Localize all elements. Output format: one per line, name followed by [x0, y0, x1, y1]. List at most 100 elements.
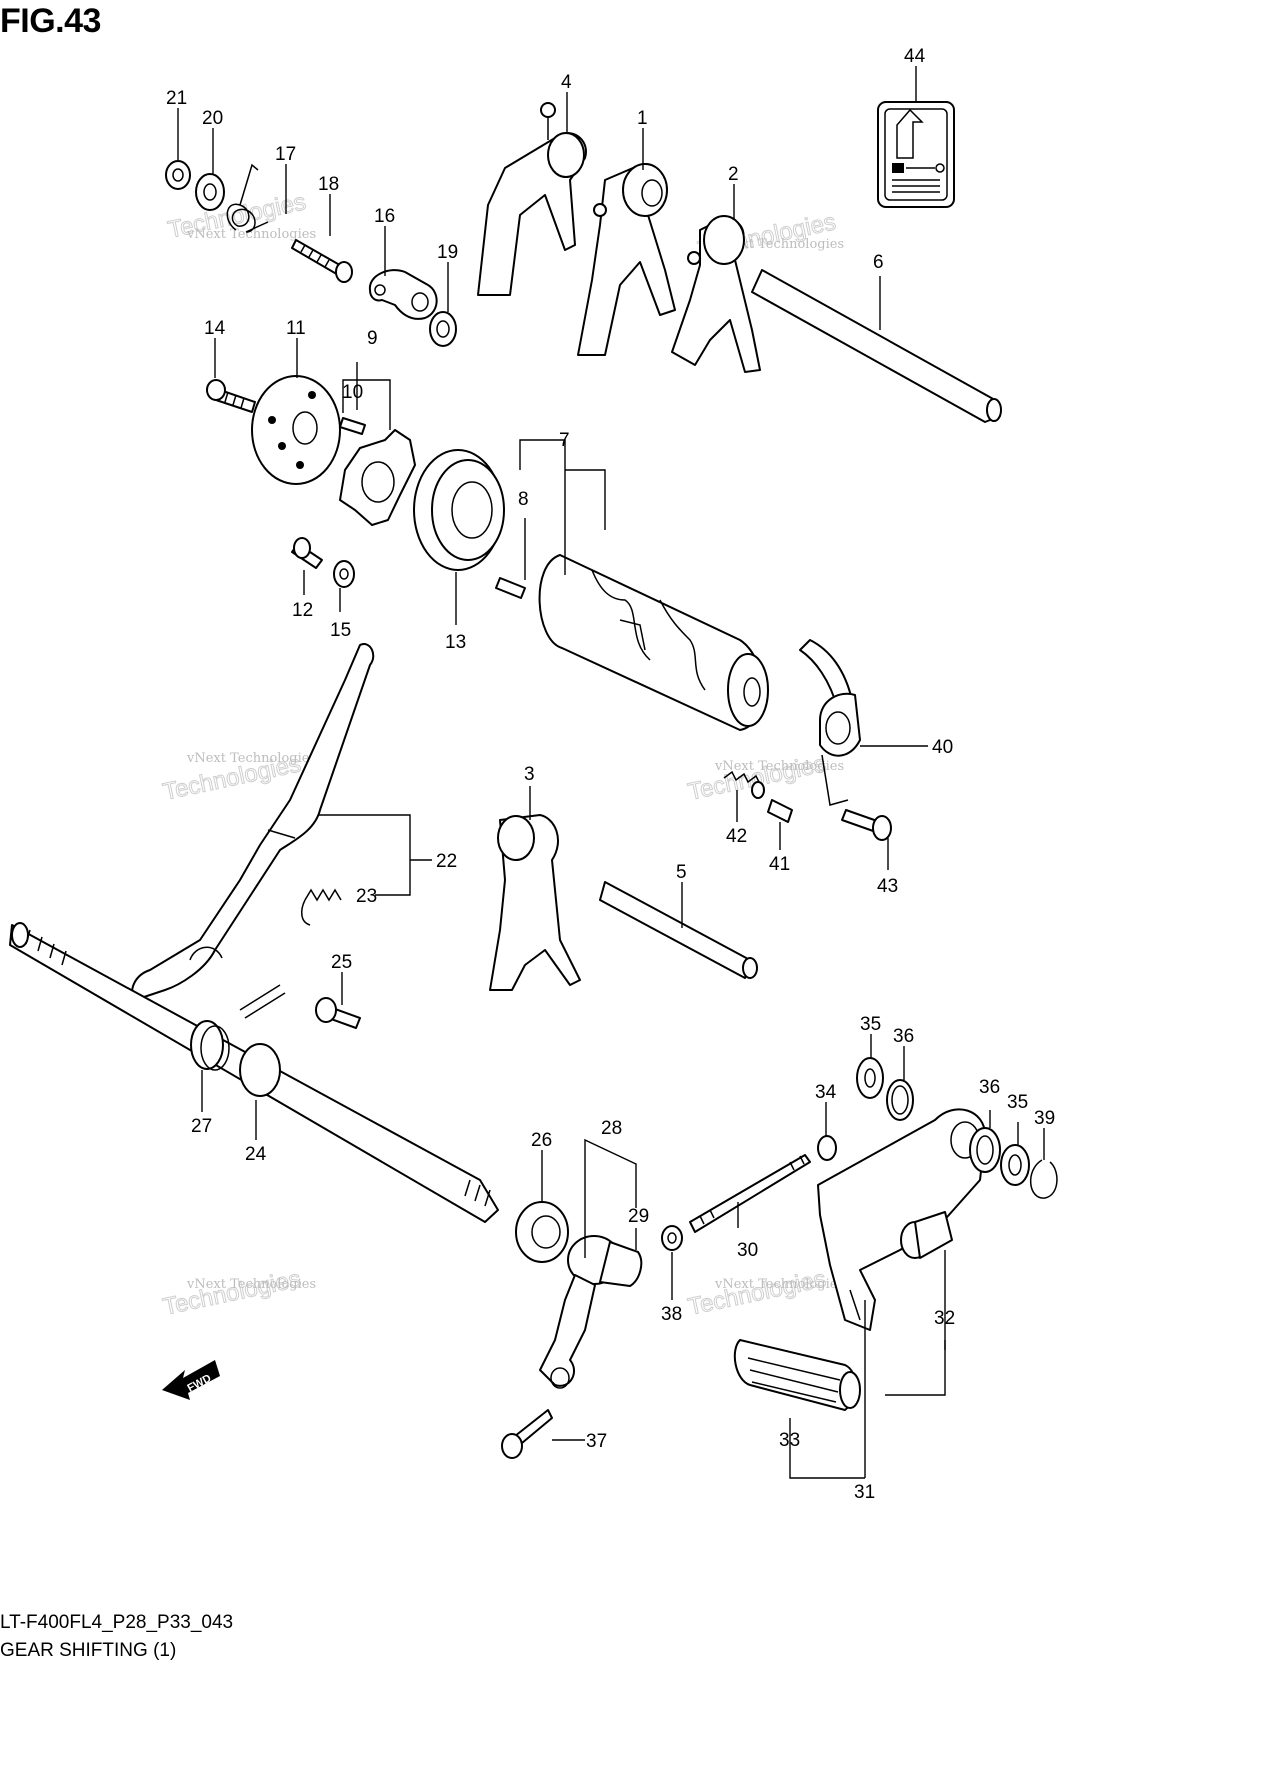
callout-14: 14: [204, 318, 226, 339]
part-36-washer: [886, 1079, 914, 1121]
part-15-washer: [333, 560, 355, 588]
part-8-pin: [495, 577, 526, 599]
part-25-bolt: [315, 997, 361, 1029]
callout-19: 19: [437, 242, 458, 263]
part-33-gearshift-lever-rubber: [733, 1339, 861, 1411]
callout-35-b: 35: [1007, 1092, 1028, 1113]
part-35-washer: [856, 1057, 884, 1099]
callout-23: 23: [356, 886, 377, 907]
part-5-fork-shaft: [599, 881, 758, 979]
callout-28: 28: [601, 1118, 622, 1139]
part-21-nut: [165, 160, 191, 190]
part-24-gearshift-shaft: [9, 922, 499, 1223]
callout-2: 2: [728, 164, 739, 185]
part-40-gear-position-switch: [799, 639, 861, 806]
part-28-gearshift-lever-assembly: [539, 1235, 643, 1389]
callout-6: 6: [873, 252, 884, 273]
watermark-text: vNext Technologies: [714, 1277, 844, 1292]
part-2-shift-fork: [671, 215, 761, 373]
callout-1: 1: [637, 108, 648, 129]
part-39-circlip: [1029, 1159, 1058, 1199]
watermark-text: vNext Technologies: [186, 227, 316, 242]
part-18-bolt: [291, 239, 353, 283]
part-41-pin: [767, 799, 793, 823]
part-35-washer-2: [1000, 1144, 1030, 1186]
part-13-bearing: [413, 449, 505, 571]
watermark-text: vNext Technologies: [714, 237, 844, 252]
part-38-nut: [661, 1225, 683, 1251]
callout-9: 9: [367, 328, 378, 349]
callout-4: 4: [561, 72, 572, 93]
callout-10: 10: [342, 382, 363, 403]
part-23-return-spring: [300, 888, 342, 926]
watermark-text: vNext Technologies: [714, 759, 844, 774]
callout-33: 33: [779, 1430, 800, 1451]
part-6-fork-shaft: [751, 269, 1002, 423]
callout-24: 24: [245, 1144, 267, 1165]
callout-31: 31: [854, 1482, 875, 1503]
watermark-text: vNext Technologies: [186, 1277, 316, 1292]
part-10-pin: [339, 417, 366, 435]
callout-5: 5: [676, 862, 687, 883]
fwd-arrow-icon: FWD: [162, 1360, 220, 1400]
callout-29: 29: [628, 1206, 649, 1227]
callout-40: 40: [932, 737, 953, 758]
callout-32: 32: [934, 1308, 955, 1329]
part-17-spring: [226, 163, 269, 233]
callout-34: 34: [815, 1082, 837, 1103]
drawing-name: GEAR SHIFTING (1): [0, 1640, 177, 1661]
callout-labels: 44 21 20 17 18 16 19 4 1 2 6 14 11 9 10 …: [166, 46, 1055, 1503]
part-32-gearshift-bolt: [900, 1211, 953, 1259]
callout-15: 15: [330, 620, 351, 641]
callout-36: 36: [893, 1026, 914, 1047]
figure-title: FIG.43: [0, 2, 101, 40]
part-26-oil-seal: [515, 1201, 569, 1263]
callout-22: 22: [436, 851, 457, 872]
part-14-bolt: [206, 379, 256, 413]
part-43-bolt: [841, 809, 892, 841]
part-4-shift-fork: [477, 102, 587, 296]
callout-38: 38: [661, 1304, 682, 1325]
callout-42: 42: [726, 826, 747, 847]
drawing-code: LT-F400FL4_P28_P33_043: [0, 1612, 234, 1633]
part-44-shift-pattern-plate: [877, 101, 955, 208]
callout-20: 20: [202, 108, 223, 129]
callout-16: 16: [374, 206, 395, 227]
callout-44: 44: [904, 46, 926, 67]
part-16-gearshift-stopper: [368, 269, 438, 320]
callout-30: 30: [737, 1240, 758, 1261]
callout-39: 39: [1034, 1108, 1055, 1129]
part-30-gearshift-link-rod: [689, 1154, 811, 1233]
callout-26: 26: [531, 1130, 552, 1151]
part-19-washer: [429, 311, 457, 347]
callout-7: 7: [559, 430, 570, 451]
part-12-bolt: [291, 537, 323, 569]
part-11-cam-stopper-plate: [251, 375, 341, 485]
watermark-big: Technologies: [686, 1265, 829, 1321]
leader-lines: [177, 66, 1045, 1479]
part-7-gearshift-cam-drum: [538, 554, 769, 731]
callout-25: 25: [331, 952, 352, 973]
part-1-shift-fork: [577, 163, 676, 356]
callout-37: 37: [586, 1431, 607, 1452]
watermark-text: vNext Technologies: [186, 751, 316, 766]
callout-8: 8: [518, 489, 529, 510]
part-22-gearshift-arm: [131, 643, 375, 1001]
part-27-return-spring: [190, 984, 286, 1071]
callout-17: 17: [275, 144, 296, 165]
part-34-nut: [817, 1135, 837, 1161]
callout-13: 13: [445, 632, 466, 653]
part-20-washer: [195, 173, 225, 211]
watermark-big: Technologies: [161, 1265, 304, 1321]
part-36-washer-2: [969, 1127, 1001, 1173]
callout-12: 12: [292, 600, 313, 621]
part-42-spring: [723, 770, 765, 799]
callout-18: 18: [318, 174, 339, 195]
part-37-bolt: [501, 1409, 553, 1459]
callout-11: 11: [286, 318, 306, 339]
part-31-gearshift-lever: [817, 1108, 986, 1331]
callout-43: 43: [877, 876, 898, 897]
callout-35: 35: [860, 1014, 881, 1035]
part-9-gearshift-cam: [339, 429, 416, 526]
